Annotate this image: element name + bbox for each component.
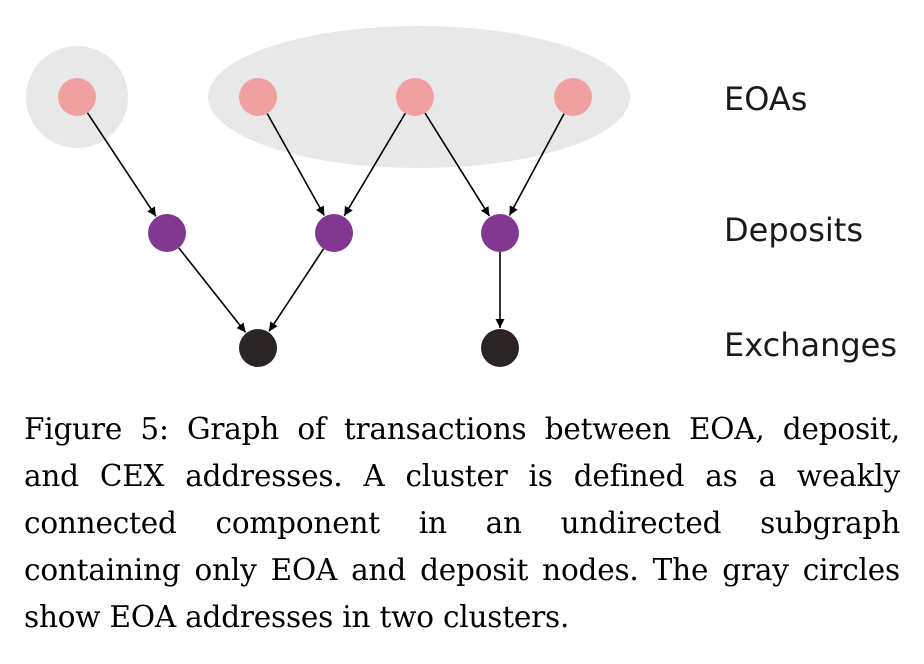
edge-eoa-1-to-deposit-1 [86, 112, 157, 217]
edge-eoa-3-to-deposit-2 [343, 112, 406, 217]
edge-eoa-2-to-deposit-2 [266, 113, 325, 216]
edges [86, 112, 565, 333]
deposit-1-node [148, 214, 186, 252]
exchange-1-node [239, 329, 277, 367]
edge-deposit-1-to-exchange-1 [178, 247, 247, 333]
edge-deposit-2-to-exchange-1 [268, 248, 325, 332]
eoas-row-label: EOAs [724, 80, 807, 118]
eoa-3-node [396, 78, 434, 116]
eoa-2-node [239, 78, 277, 116]
deposit-2-node [315, 214, 353, 252]
exchange-2-node [481, 329, 519, 367]
eoa-1-node [58, 78, 96, 116]
edge-eoa-4-to-deposit-3 [508, 113, 565, 216]
edge-eoa-3-to-deposit-3 [424, 112, 491, 217]
transaction-graph: EOAs Deposits Exchanges [26, 26, 897, 367]
nodes [58, 78, 592, 367]
clusters [26, 26, 630, 168]
figure-caption: Figure 5: Graph of transactions between … [24, 412, 900, 634]
eoa-4-node [554, 78, 592, 116]
deposit-3-node [481, 214, 519, 252]
deposits-row-label: Deposits [724, 211, 863, 249]
exchanges-row-label: Exchanges [724, 326, 897, 364]
